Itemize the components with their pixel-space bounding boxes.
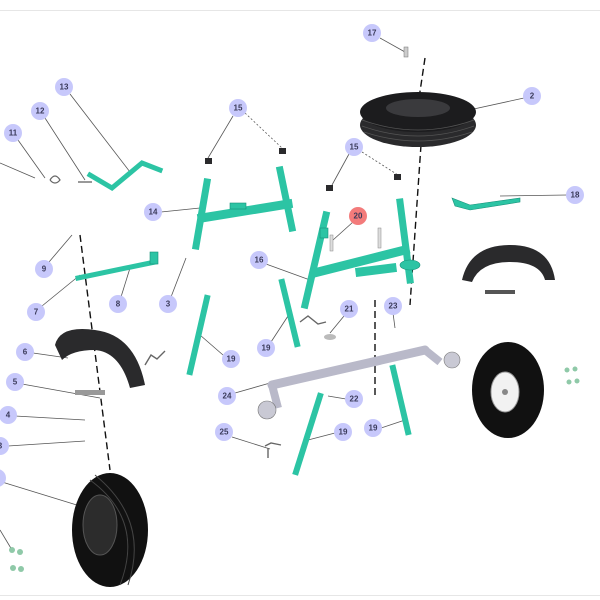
cap-icon <box>326 185 333 191</box>
pin-clip <box>299 315 327 325</box>
wheel-nuts <box>9 366 580 572</box>
callout-6[interactable]: 6 <box>16 343 34 361</box>
callout-19[interactable]: 19 <box>364 419 382 437</box>
svg-text:6: 6 <box>23 348 28 357</box>
svg-text:9: 9 <box>42 265 47 274</box>
callout-2[interactable]: 2 <box>523 87 541 105</box>
fender-bracket-5 <box>75 390 105 395</box>
callout-13[interactable]: 13 <box>55 78 73 96</box>
callout-18[interactable]: 18 <box>566 186 584 204</box>
callout-7[interactable]: 7 <box>27 303 45 321</box>
washer-21 <box>324 334 336 340</box>
callout-3[interactable]: 3 <box>159 295 177 313</box>
svg-text:15: 15 <box>234 104 243 113</box>
svg-text:18: 18 <box>571 191 580 200</box>
svg-text:3: 3 <box>166 300 171 309</box>
callouts: 17 2 13 12 11 15 15 14 20 18 9 16 7 8 3 … <box>0 24 584 487</box>
top-divider <box>0 10 600 11</box>
fender-bracket <box>485 290 515 294</box>
left-fender <box>55 329 145 388</box>
r-clip <box>49 175 61 184</box>
callout-8[interactable]: 8 <box>109 295 127 313</box>
callout-4[interactable]: 4 <box>0 406 17 424</box>
svg-text:3: 3 <box>0 442 3 451</box>
callout-22[interactable]: 22 <box>345 390 363 408</box>
callout-9[interactable]: 9 <box>35 260 53 278</box>
callout-1[interactable]: 1 <box>0 469 6 487</box>
bolt-icon <box>377 227 382 249</box>
callout-15[interactable]: 15 <box>229 99 247 117</box>
tow-handle <box>86 160 164 192</box>
svg-text:19: 19 <box>262 344 271 353</box>
svg-text:15: 15 <box>350 143 359 152</box>
right-wheel <box>472 342 544 438</box>
svg-text:8: 8 <box>116 300 121 309</box>
svg-text:20: 20 <box>354 212 363 221</box>
svg-text:4: 4 <box>6 411 11 420</box>
tongue-bar <box>75 259 158 281</box>
svg-text:23: 23 <box>389 302 398 311</box>
svg-text:17: 17 <box>368 29 377 38</box>
tongue-bracket <box>149 251 159 265</box>
leader-lines <box>0 37 568 551</box>
callout-17[interactable]: 17 <box>363 24 381 42</box>
rear-frame <box>300 198 421 310</box>
right-fender <box>462 245 555 282</box>
bracket-18 <box>451 197 521 211</box>
svg-text:5: 5 <box>13 378 18 387</box>
front-frame <box>191 165 297 251</box>
callout-3[interactable]: 3 <box>0 437 9 455</box>
svg-text:22: 22 <box>350 395 359 404</box>
svg-text:19: 19 <box>227 355 236 364</box>
svg-text:12: 12 <box>36 107 45 116</box>
svg-text:24: 24 <box>223 392 232 401</box>
cap-icon <box>205 158 212 164</box>
svg-text:21: 21 <box>345 305 354 314</box>
callout-19[interactable]: 19 <box>257 339 275 357</box>
svg-text:11: 11 <box>9 129 18 138</box>
svg-text:16: 16 <box>255 256 264 265</box>
callout-14[interactable]: 14 <box>144 203 162 221</box>
axle <box>257 345 461 420</box>
callout-20-highlighted[interactable]: 20 <box>349 207 367 225</box>
svg-text:19: 19 <box>339 428 348 437</box>
pin-25 <box>264 442 282 458</box>
svg-text:13: 13 <box>60 83 69 92</box>
callout-12[interactable]: 12 <box>31 102 49 120</box>
svg-text:7: 7 <box>34 308 39 317</box>
callout-19[interactable]: 19 <box>222 350 240 368</box>
svg-text:14: 14 <box>149 208 158 217</box>
callout-25[interactable]: 25 <box>215 423 233 441</box>
bolt-icon <box>403 46 409 58</box>
svg-text:19: 19 <box>369 424 378 433</box>
callout-24[interactable]: 24 <box>218 387 236 405</box>
callout-23[interactable]: 23 <box>384 297 402 315</box>
callout-21[interactable]: 21 <box>340 300 358 318</box>
cap-icon <box>279 148 286 154</box>
spare-tire <box>360 92 476 147</box>
legs <box>186 278 412 476</box>
callout-5[interactable]: 5 <box>6 373 24 391</box>
callout-19[interactable]: 19 <box>334 423 352 441</box>
cap-icon <box>394 174 401 180</box>
lynch-pin <box>144 350 166 366</box>
svg-text:25: 25 <box>220 428 229 437</box>
bottom-divider <box>0 595 600 596</box>
callout-11[interactable]: 11 <box>4 124 22 142</box>
pin-20 <box>329 234 334 252</box>
callout-15[interactable]: 15 <box>345 138 363 156</box>
callout-16[interactable]: 16 <box>250 251 268 269</box>
left-wheel <box>72 473 148 587</box>
svg-text:2: 2 <box>530 92 535 101</box>
